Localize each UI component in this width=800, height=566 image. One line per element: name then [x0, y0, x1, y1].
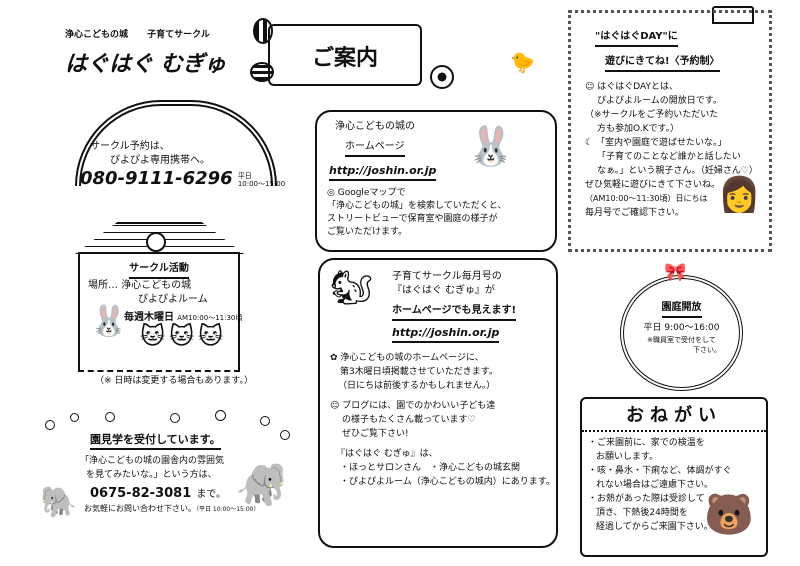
day-text: 毎月号でご確認下さい。	[585, 208, 685, 218]
monthly-text: ・ほっとサロンさん ・浄心こどもの城玄関	[340, 463, 521, 473]
reservation-line: サークル予約は、	[90, 141, 170, 152]
monthly-url[interactable]: http://joshin.or.jp	[392, 326, 500, 343]
clock-icon	[146, 232, 166, 252]
monthly-box: 🐿 子育てサークル毎月号の 『はぐはぐ むぎゅ』が ホームページでも見えます! …	[318, 258, 558, 548]
ribbon-icon: 🎀	[664, 262, 687, 283]
children-illustration: 🐱🐱🐱	[140, 322, 228, 350]
activity-title: サークル活動	[129, 262, 189, 279]
monthly-text: 第3木曜日頃掲載させていただきます。	[340, 367, 498, 377]
day-text: なぁ。」という親子さん。（妊婦さん♡）	[597, 166, 758, 176]
bear-illustration: 🐻	[704, 492, 754, 538]
circle-name: 子育てサークル	[147, 30, 210, 40]
day-text: 「室内や園庭で遊ばせたいな。」	[595, 138, 727, 148]
day-text: 方も参加O.Kです。）	[597, 124, 680, 134]
reservation-hours: 10:00〜15:00	[237, 179, 286, 188]
schedule-time: AM10:00〜11:30頃	[177, 314, 243, 322]
monthly-text: （日にちは前後するかもしれません。）	[338, 381, 496, 391]
request-item: ・お熱があった際は受診して	[588, 494, 705, 504]
bubble-decoration	[170, 413, 180, 423]
bubble-decoration	[260, 416, 270, 426]
google-line: ご覧いただけます。	[327, 227, 408, 237]
tour-hours: （平日 10:00〜15:00）	[196, 506, 260, 513]
page-title: はぐはぐ むぎゅ	[65, 52, 226, 77]
place-label: 場所…	[88, 280, 118, 291]
homepage-line: ホームページ	[345, 140, 405, 157]
day-text: 「子育てのことなど誰かと話したい	[597, 152, 741, 162]
day-text: はぐはぐDAYとは、	[597, 82, 678, 92]
garden-note: ※職員室で受付をして	[647, 336, 716, 344]
banner-title: ご案内	[311, 46, 378, 71]
bubble-decoration	[70, 413, 79, 422]
hours-label: 平日	[237, 171, 252, 180]
soccer-ball-icon	[430, 65, 454, 89]
activity-box: サークル活動 場所… 浄心こどもの城 ぴよぴよルーム 毎週木曜日 AM10:00…	[78, 252, 243, 372]
garden-wreath: 園庭開放 平日 9:00〜16:00 ※職員室で受付をして 下さい。	[620, 275, 743, 391]
house-icon	[712, 6, 754, 24]
place-value-room: ぴよぴよルーム	[138, 294, 208, 305]
garden-note: 下さい。	[693, 346, 721, 354]
request-item: お願いします。	[596, 452, 659, 462]
bubble-decoration	[105, 412, 115, 422]
day-title: "はぐはぐDAY"に	[595, 30, 678, 47]
day-text: ぴよぴよルームの開放日です。	[597, 96, 722, 106]
tour-section: 園見学を受付しています。 「浄心こどもの城の園舎内の雰囲気 を見てみたいな。」と…	[80, 428, 260, 517]
tour-line: を見てみたいな。」という方は、	[86, 470, 217, 480]
homepage-line: 浄心こどもの城の	[335, 121, 415, 132]
request-title: おねがい	[582, 399, 766, 432]
monthly-text: ぜひご覧下さい!	[342, 429, 409, 439]
bubble-decoration	[280, 430, 290, 440]
request-item: れない場合はご遠慮下さい。	[596, 480, 714, 490]
tour-phone-suffix: まで。	[196, 489, 226, 500]
monthly-line: 『はぐはぐ むぎゅ』が	[392, 285, 495, 296]
request-item: ・咳・鼻水・下痢など、体調がすぐ	[588, 466, 732, 476]
homepage-box: 浄心こどもの城の ホームページ http://joshin.or.jp ◎ Go…	[315, 110, 557, 252]
monthly-text: 浄心こどもの城のホームページに、	[340, 353, 484, 363]
request-item: 経過してからご来園下さい。	[596, 522, 713, 532]
reservation-section: サークル予約は、 ぴよぴよ専用携帯へ。 080-9111-6296 平日 10:…	[80, 140, 285, 189]
banner-box: ご案内	[268, 24, 422, 86]
rabbit-illustration: 🐰	[90, 304, 128, 339]
reservation-phone: 080-9111-6296	[80, 168, 233, 189]
schedule-day: 毎週木曜日	[124, 312, 174, 323]
bubble-decoration	[215, 410, 226, 421]
mother-child-illustration: 👩	[718, 175, 761, 215]
monthly-text: 『はぐはぐ むぎゅ』は、	[336, 449, 438, 459]
request-item: ・ご来園前に、家での検温を	[588, 438, 705, 448]
day-text: ぜひ気軽に遊びにきて下さいね。	[585, 180, 721, 190]
monthly-text: の様子もたくさん載っています♡	[342, 415, 476, 425]
day-section: "はぐはぐDAY"に 遊びにきてね!〈予約制〉 ☺ はぐはぐDAYとは、 ぴよぴ…	[585, 30, 758, 218]
google-line: Googleマップで	[337, 188, 406, 198]
tour-phone: 0675-82-3081	[90, 486, 192, 501]
google-line: ストリートビューで保育室や園庭の様子が	[327, 214, 498, 224]
reservation-line: ぴよぴよ専用携帯へ。	[110, 155, 210, 166]
elephant-illustration: 🐘	[40, 485, 78, 520]
org-name: 浄心こどもの城	[65, 30, 129, 40]
tour-line: 「浄心こどもの城の園舎内の雰囲気	[80, 456, 225, 466]
request-box: おねがい ・ご来園前に、家での検温を お願いします。 ・咳・鼻水・下痢など、体調…	[580, 397, 768, 557]
tour-line: お気軽にお問い合わせ下さい。	[84, 504, 196, 513]
monthly-line: ホームページでも見えます!	[392, 304, 517, 321]
duck-icon: 🐤	[510, 50, 535, 74]
header-subtitle: 浄心こどもの城 子育てサークル	[65, 28, 210, 42]
monthly-text: ブログには、園でのかわいい子ども達	[342, 401, 496, 411]
request-item: 頂き、下熱後24時間を	[596, 508, 688, 518]
squirrel-illustration: 🐿	[330, 268, 374, 308]
place-value: 浄心こどもの城	[121, 280, 192, 291]
day-text: （AM10:00〜11:30頃）日にちは	[585, 194, 708, 203]
monthly-line: 子育てサークル毎月号の	[392, 271, 502, 282]
homepage-url[interactable]: http://joshin.or.jp	[329, 164, 437, 181]
day-text: （※サークルをご予約いただいた	[585, 110, 719, 120]
day-title: 遊びにきてね!〈予約制〉	[605, 55, 720, 72]
rabbit-basket-illustration: 🐰	[467, 124, 515, 168]
activity-note: （※ 日時は変更する場合もあります。）	[95, 376, 254, 386]
monthly-text: ・ぴよぴよルーム（浄心こどもの城内）にあります。	[340, 477, 555, 487]
garden-title: 園庭開放	[661, 301, 702, 318]
tour-title: 園見学を受付しています。	[90, 433, 221, 450]
google-line: 「浄心こどもの城」を検索していただくと、	[327, 201, 507, 211]
elephant-illustration: 🐘	[235, 460, 288, 509]
garden-hours: 平日 9:00〜16:00	[643, 323, 720, 333]
bubble-decoration	[45, 420, 55, 430]
flower-border	[568, 10, 772, 252]
